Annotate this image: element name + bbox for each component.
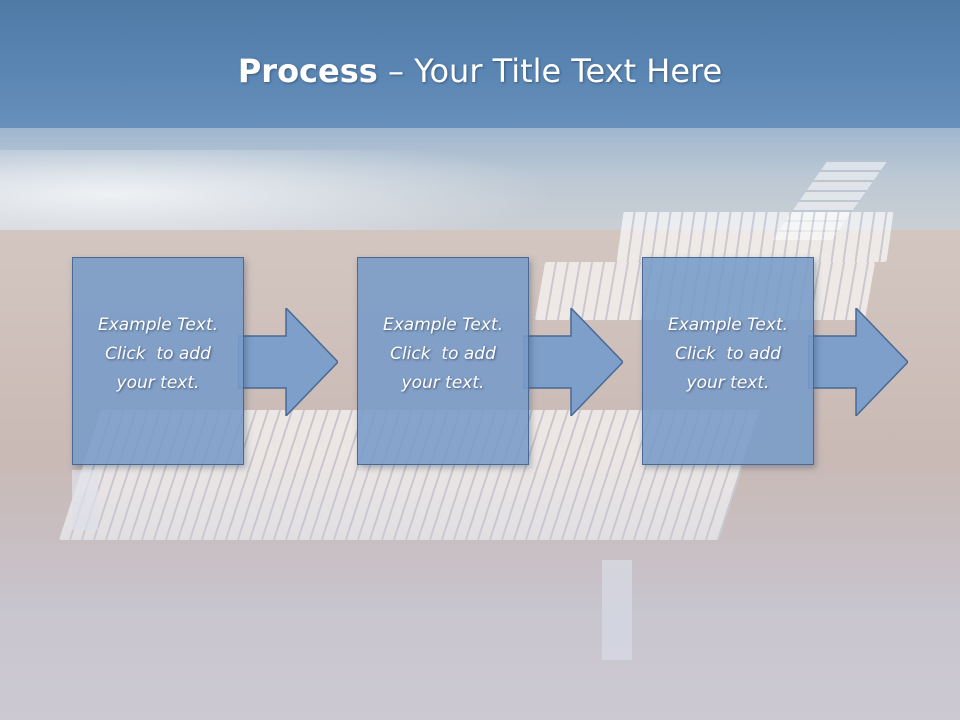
step-box[interactable]	[72, 257, 244, 465]
bottom-fade	[0, 460, 960, 720]
header-band	[0, 0, 960, 135]
process-step-2[interactable]: Example Text. Click to add your text.	[357, 257, 529, 465]
process-step-3[interactable]: Example Text. Click to add your text.	[642, 257, 814, 465]
step-text-line: Click to add	[105, 344, 211, 364]
step-box[interactable]	[642, 257, 814, 465]
step-text[interactable]: Example Text. Click to add your text.	[357, 311, 529, 398]
step-text-line: Click to add	[675, 344, 781, 364]
slide-title[interactable]: Process – Your Title Text Here	[0, 52, 960, 90]
title-bold-text: Process	[237, 52, 378, 90]
process-step-1[interactable]: Example Text. Click to add your text.	[72, 257, 244, 465]
step-box[interactable]	[357, 257, 529, 465]
process-arrow-1[interactable]	[238, 308, 338, 416]
step-text-line: your text.	[686, 373, 770, 393]
process-arrow-2[interactable]	[523, 308, 623, 416]
step-text-line: your text.	[116, 373, 200, 393]
step-text-line: Example Text.	[382, 315, 504, 335]
title-rest-text: – Your Title Text Here	[377, 52, 723, 90]
step-text-line: your text.	[401, 373, 485, 393]
step-text[interactable]: Example Text. Click to add your text.	[72, 311, 244, 398]
beach-chair-far	[616, 212, 894, 262]
step-text[interactable]: Example Text. Click to add your text.	[642, 311, 814, 398]
process-arrow-3[interactable]	[808, 308, 908, 416]
step-text-line: Example Text.	[97, 315, 219, 335]
step-text-line: Example Text.	[667, 315, 789, 335]
step-text-line: Click to add	[390, 344, 496, 364]
